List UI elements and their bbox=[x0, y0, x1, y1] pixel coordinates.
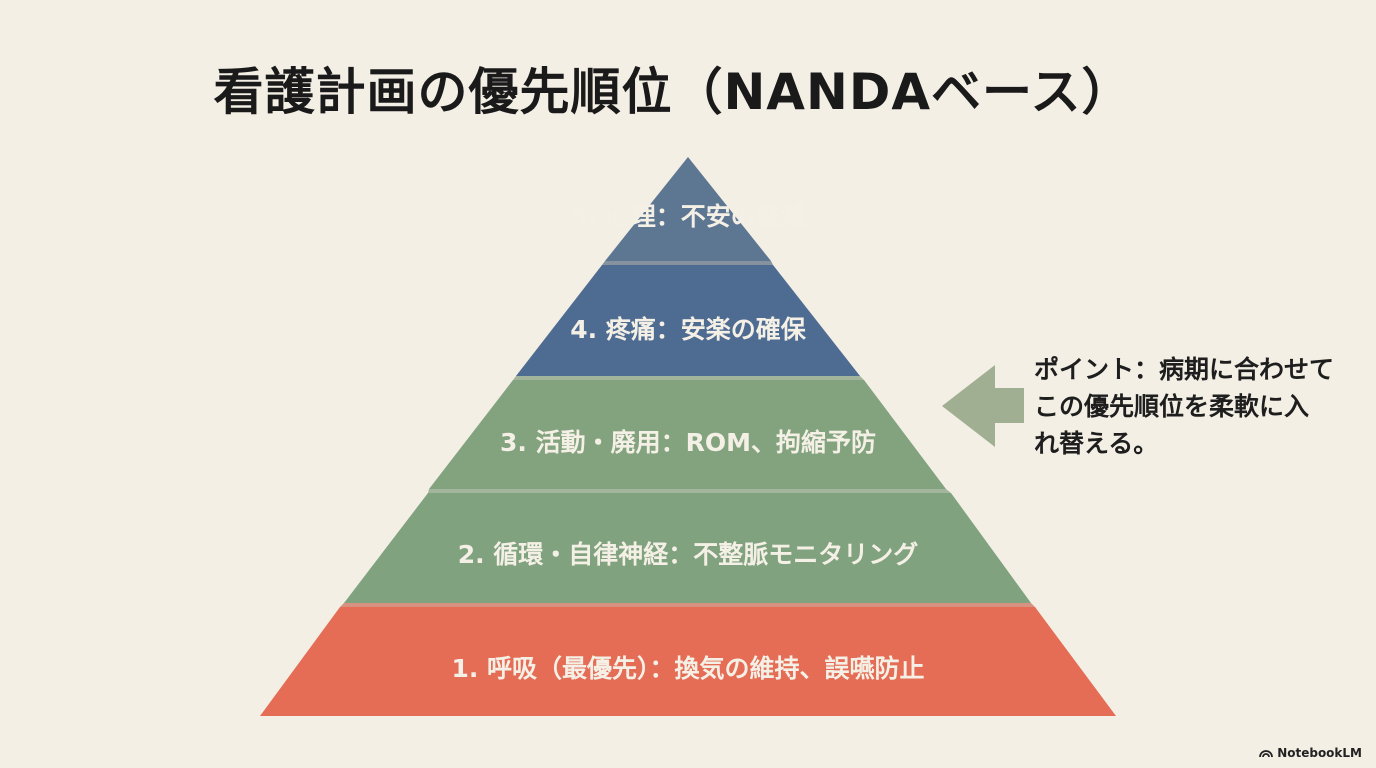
pyramid-tier-2 bbox=[344, 493, 1031, 603]
pyramid-tier-4 bbox=[516, 265, 860, 376]
tier-5-shadow bbox=[602, 261, 773, 265]
tier-2-shadow bbox=[340, 603, 1035, 607]
tier-4-shadow bbox=[513, 376, 864, 380]
pyramid-tier-5 bbox=[605, 157, 771, 261]
callout-arrow-icon bbox=[942, 365, 1024, 447]
callout-line-3: れ替える。 bbox=[1034, 429, 1159, 458]
tier-2-label: 2. 循環・自律神経：不整脈モニタリング bbox=[458, 540, 919, 569]
tier-5-label: 5. 心理：不安の軽減 bbox=[570, 202, 806, 231]
callout-line-2: この優先順位を柔軟に入 bbox=[1034, 392, 1310, 421]
pyramid-tier-1 bbox=[260, 607, 1116, 716]
tier-4-label: 4. 疼痛：安楽の確保 bbox=[570, 315, 807, 344]
notebooklm-logo-icon bbox=[1259, 750, 1274, 758]
tier-3-label: 3. 活動・廃用：ROM、拘縮予防 bbox=[500, 428, 876, 457]
callout-line-1: ポイント：病期に合わせて bbox=[1034, 355, 1335, 384]
branding: NotebookLM bbox=[1259, 746, 1362, 760]
tier-3-shadow bbox=[428, 489, 951, 493]
callout-note: ポイント：病期に合わせて この優先順位を柔軟に入 れ替える。 bbox=[1034, 351, 1374, 462]
page-title: 看護計画の優先順位（NANDAベース） bbox=[213, 63, 1133, 121]
tier-1-label: 1. 呼吸（最優先）：換気の維持、誤嚥防止 bbox=[451, 654, 924, 683]
pyramid-tier-3 bbox=[429, 380, 946, 489]
branding-label: NotebookLM bbox=[1277, 746, 1362, 760]
